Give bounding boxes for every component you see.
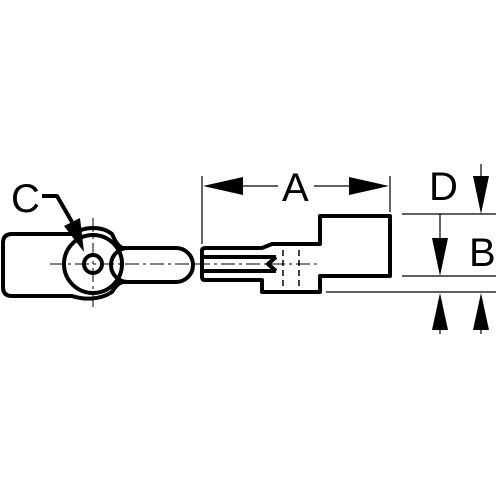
side-view — [196, 214, 392, 294]
dimension-d-b: D B — [326, 164, 496, 334]
b-arrowhead-down — [432, 238, 448, 276]
dimension-label-d: D — [429, 165, 458, 209]
a-arrowhead-left — [203, 177, 243, 195]
eye-end-view — [1, 218, 196, 308]
c-leader-arrowhead — [64, 218, 84, 252]
a-arrowhead-right — [349, 177, 389, 195]
bottom-arrowhead-right — [473, 293, 489, 330]
dimension-label-a: A — [282, 166, 309, 210]
eye-end-outline — [1, 226, 195, 301]
dimension-label-c: C — [11, 177, 40, 221]
bottom-arrowhead-left — [432, 293, 448, 330]
side-view-outline — [200, 214, 392, 294]
slot-end-v — [266, 255, 278, 273]
c-leader-line — [42, 194, 74, 223]
dimension-a: A — [201, 166, 391, 244]
blade-shoulder — [109, 246, 129, 284]
d-arrowhead — [473, 176, 489, 214]
dimension-label-b: B — [469, 231, 496, 275]
